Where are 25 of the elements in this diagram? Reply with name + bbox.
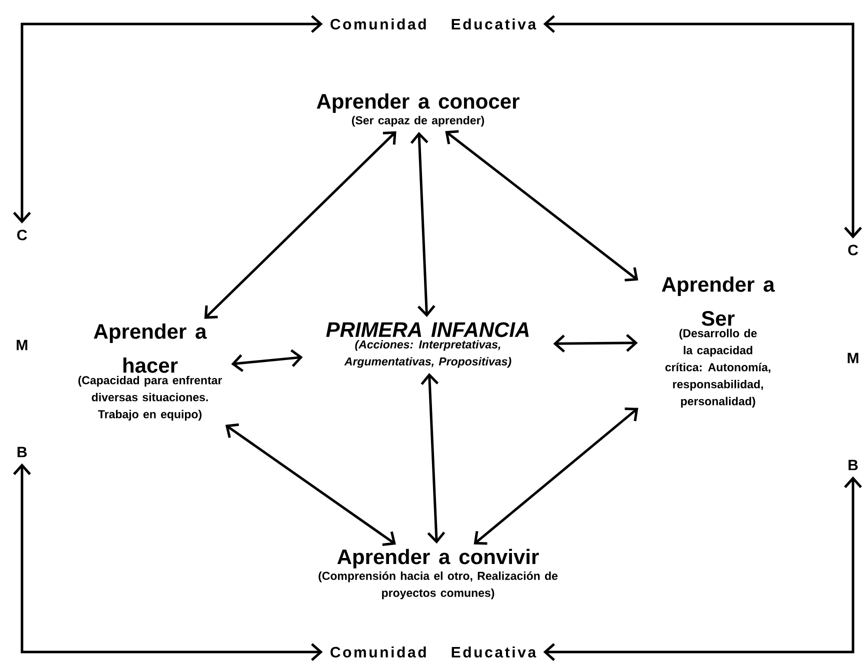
arrow bbox=[204, 131, 396, 319]
letter-label: C bbox=[17, 230, 27, 240]
arrow bbox=[543, 15, 862, 238]
concept-text: Aprender a Ser (Desarrollo de la capacidad crítica: Autonomía, responsabilidad, personalidad) bbox=[662, 276, 775, 408]
arrow bbox=[553, 334, 638, 353]
arrow bbox=[13, 15, 323, 224]
letter-label: C bbox=[848, 244, 858, 256]
arrow bbox=[420, 373, 446, 544]
arrow bbox=[231, 349, 303, 372]
arrow bbox=[445, 130, 638, 282]
letter-label: B bbox=[848, 460, 858, 470]
arrow bbox=[474, 407, 638, 545]
letter-label: M bbox=[16, 340, 28, 350]
concept-text: Aprender a conocer (Ser capaz de aprender) bbox=[316, 93, 520, 127]
arrow bbox=[225, 423, 396, 546]
arrow bbox=[543, 476, 862, 661]
concept-text: Aprender a convivir (Comprensión hacia el otro, Realización de proyectos comunes) bbox=[318, 548, 558, 600]
heading-text: Comunidad Educativa bbox=[330, 646, 536, 658]
letter-label: B bbox=[18, 446, 27, 458]
arrow bbox=[410, 132, 436, 318]
concept-text: PRIMERA INFANCIA (Acciones: Interpretativas, Argumentativas, Propositivas) bbox=[326, 322, 529, 368]
letter-label: M bbox=[848, 352, 858, 364]
concept-text: Aprender a hacer (Capacidad para enfrentar diversas situaciones. Trabajo en equipo) bbox=[78, 323, 222, 421]
arrow bbox=[13, 463, 323, 661]
heading-text: Comunidad Educativa bbox=[330, 18, 536, 30]
